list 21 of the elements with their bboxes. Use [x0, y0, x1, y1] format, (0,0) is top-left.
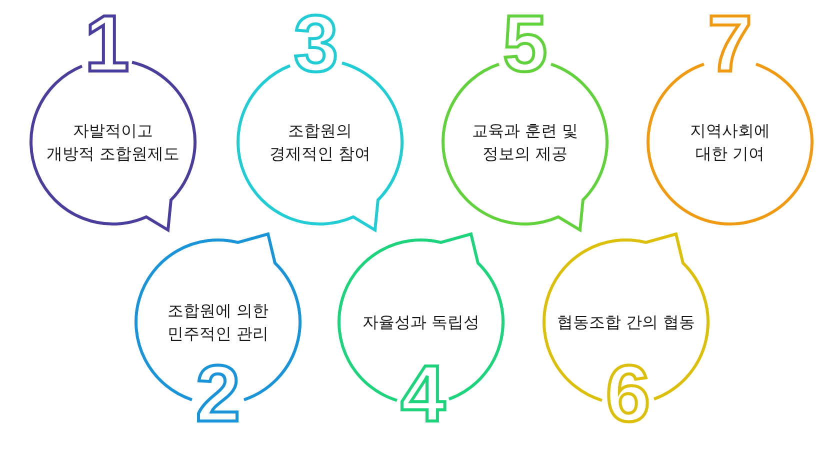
- bubble-text: 교육과 훈련 및 정보의 제공: [472, 120, 578, 165]
- step-number: 2: [196, 364, 240, 424]
- speech-bubble: [645, 14, 815, 227]
- speech-bubble: [440, 14, 610, 233]
- step-number: 1: [84, 14, 130, 74]
- speech-bubble: [235, 14, 405, 233]
- bubble-text: 조합원에 의한 민주적인 관리: [167, 300, 269, 345]
- step-number: 3: [294, 14, 338, 74]
- speech-bubble: [28, 14, 198, 233]
- bubble-text: 자율성과 독립성: [362, 312, 480, 334]
- bubble-text: 자발적이고 개방적 조합원제도: [46, 120, 180, 165]
- bubble-text: 협동조합 간의 협동: [556, 312, 696, 334]
- speech-bubble: [541, 231, 711, 424]
- step-number: 4: [400, 364, 446, 424]
- step-number: 6: [606, 364, 650, 424]
- speech-bubble: [336, 231, 506, 424]
- bubble-text: 지역사회에 대한 기여: [690, 120, 770, 165]
- step-number: 5: [502, 14, 548, 74]
- bubble-text: 조합원의 경제적인 참여: [269, 120, 371, 165]
- speech-bubble: [133, 231, 303, 424]
- step-number: 7: [708, 14, 752, 74]
